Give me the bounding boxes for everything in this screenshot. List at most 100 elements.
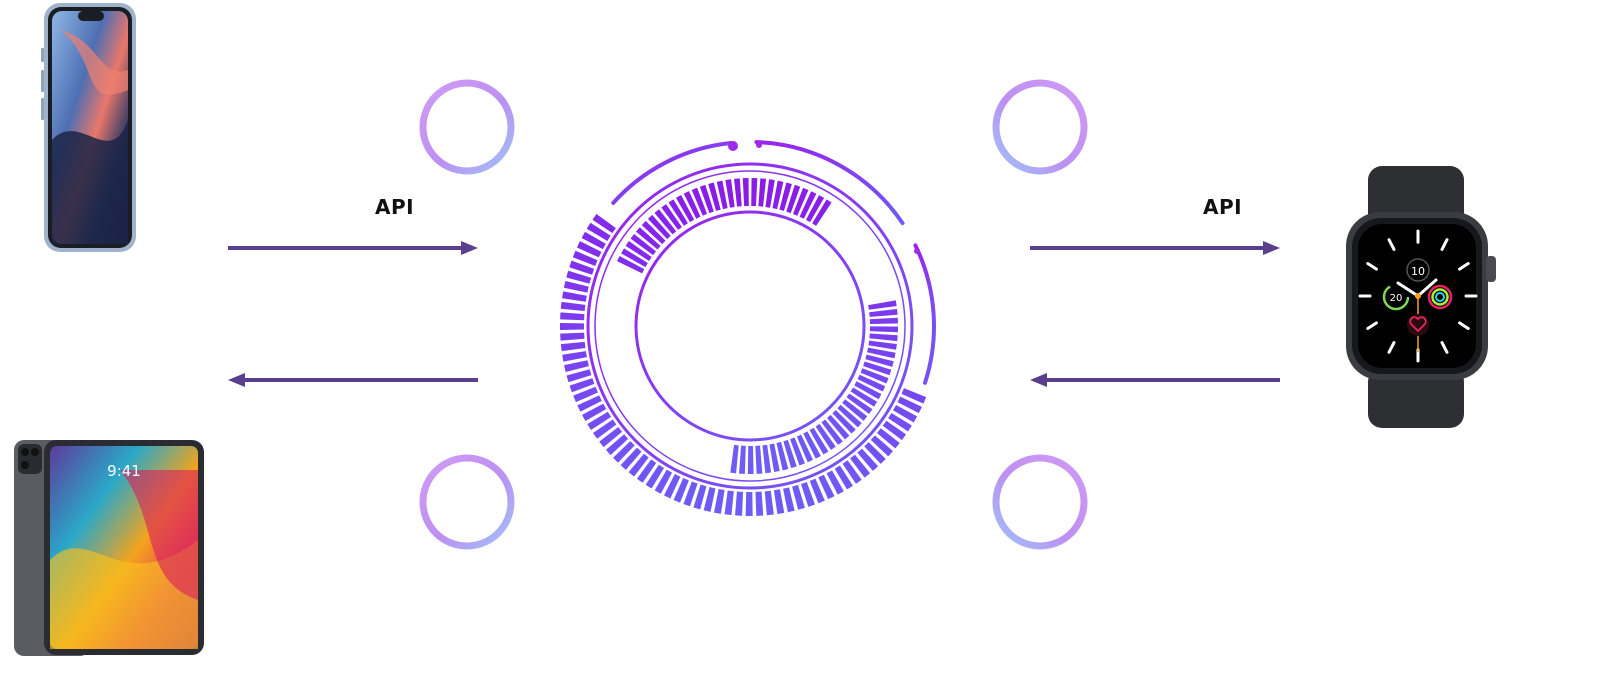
hub-segment <box>850 387 878 407</box>
hub-segment <box>676 195 695 223</box>
hub-segment <box>563 280 589 293</box>
hub-segment <box>582 403 607 421</box>
hub-segment <box>654 209 677 235</box>
hub-segment <box>708 182 721 211</box>
hub-segment <box>636 459 657 483</box>
hub-segment <box>755 445 763 474</box>
hub-segment <box>616 255 645 274</box>
hub-segment <box>897 396 922 414</box>
hub-segment <box>803 431 821 459</box>
hub-segment <box>779 182 792 211</box>
hub-segment <box>573 386 598 403</box>
hub-segment <box>793 187 809 216</box>
hub-segment <box>592 214 616 234</box>
hub-segment <box>725 179 735 208</box>
hub-segment <box>564 360 589 372</box>
hub-segment <box>869 308 898 317</box>
hub-segment <box>560 332 585 341</box>
hub-segment <box>799 191 817 219</box>
hub-segment <box>625 241 652 261</box>
loading-ring-icon <box>419 454 515 550</box>
hub-segment <box>815 423 836 450</box>
watch-tick <box>1366 262 1378 271</box>
hub-segment <box>758 178 767 207</box>
hub-segment <box>827 414 850 440</box>
hub-segment <box>683 481 698 507</box>
hub-segment <box>630 233 657 256</box>
hub-segment <box>769 443 780 473</box>
hub-segment <box>621 248 648 268</box>
hub-segment <box>661 204 682 230</box>
hub-segment <box>668 199 688 226</box>
watch-tick <box>1458 321 1470 330</box>
hub-segment <box>796 434 814 463</box>
hub-segment <box>790 437 805 466</box>
hub-segment <box>635 227 661 250</box>
api-label-right: API <box>1203 195 1243 219</box>
watch-complication-text: 20 <box>1390 293 1403 304</box>
watch-tick <box>1387 238 1396 251</box>
hub-segment <box>703 486 716 512</box>
hub-segment <box>560 312 585 321</box>
watch-tick <box>1458 262 1470 271</box>
hub-segment <box>850 454 871 478</box>
hub-segment <box>566 369 592 383</box>
hub-segment <box>560 322 585 330</box>
hub-segment <box>809 427 829 455</box>
hub-segment <box>562 291 587 302</box>
data-hub-icon <box>560 140 936 517</box>
loading-ring-icon <box>992 454 1088 550</box>
hub-segment <box>716 180 728 210</box>
hub-segment <box>747 445 754 475</box>
hub-segment <box>699 184 714 214</box>
hub-segment <box>783 439 797 469</box>
hub-segment <box>857 374 886 392</box>
hub-segment <box>809 478 825 504</box>
hub-segment <box>587 411 612 431</box>
hub-segment <box>800 481 815 507</box>
hub-segment <box>792 484 805 510</box>
hub-segment <box>869 317 898 324</box>
hub-segment <box>857 448 879 471</box>
watch-tick <box>1366 321 1378 330</box>
hub-segment <box>755 491 764 516</box>
hub-segment <box>868 300 897 310</box>
hub-segment <box>586 222 611 242</box>
hub-segment <box>605 434 629 456</box>
hub-segment <box>560 301 586 311</box>
hub-segment <box>730 444 739 474</box>
arrow-left-icon <box>1030 373 1280 395</box>
hub-segment <box>691 187 708 216</box>
hub-segment <box>628 453 649 477</box>
hub-segment <box>893 404 918 423</box>
hub-segment <box>569 378 595 393</box>
hub-segment <box>786 184 801 214</box>
loading-ring-icon <box>992 79 1088 175</box>
hub-segment <box>613 441 635 463</box>
hub-segment <box>805 195 825 223</box>
arrow-right-icon <box>228 241 478 263</box>
hub-segment <box>599 427 623 448</box>
hub-segment <box>842 399 868 421</box>
hub-segment <box>566 270 592 284</box>
hub-segment <box>734 178 742 207</box>
hub-segment <box>869 333 898 342</box>
hub-segment <box>645 464 665 489</box>
hub-segment <box>751 178 758 207</box>
hub-segment <box>764 490 774 516</box>
iphone-icon <box>41 3 136 252</box>
ipad-icon: 9:41 <box>14 440 204 656</box>
watch-tick <box>1440 238 1449 251</box>
hub-segment <box>818 474 835 500</box>
hub-segment <box>869 326 898 333</box>
hub-segment <box>826 470 844 495</box>
hub-segment <box>620 447 642 470</box>
hub-segment <box>876 428 900 449</box>
hub-segment <box>577 395 602 412</box>
hub-segment <box>882 420 907 441</box>
hub-segment <box>812 199 832 226</box>
hub-segment <box>865 354 894 367</box>
hub-segment <box>572 250 598 266</box>
hub-segment <box>772 180 784 210</box>
